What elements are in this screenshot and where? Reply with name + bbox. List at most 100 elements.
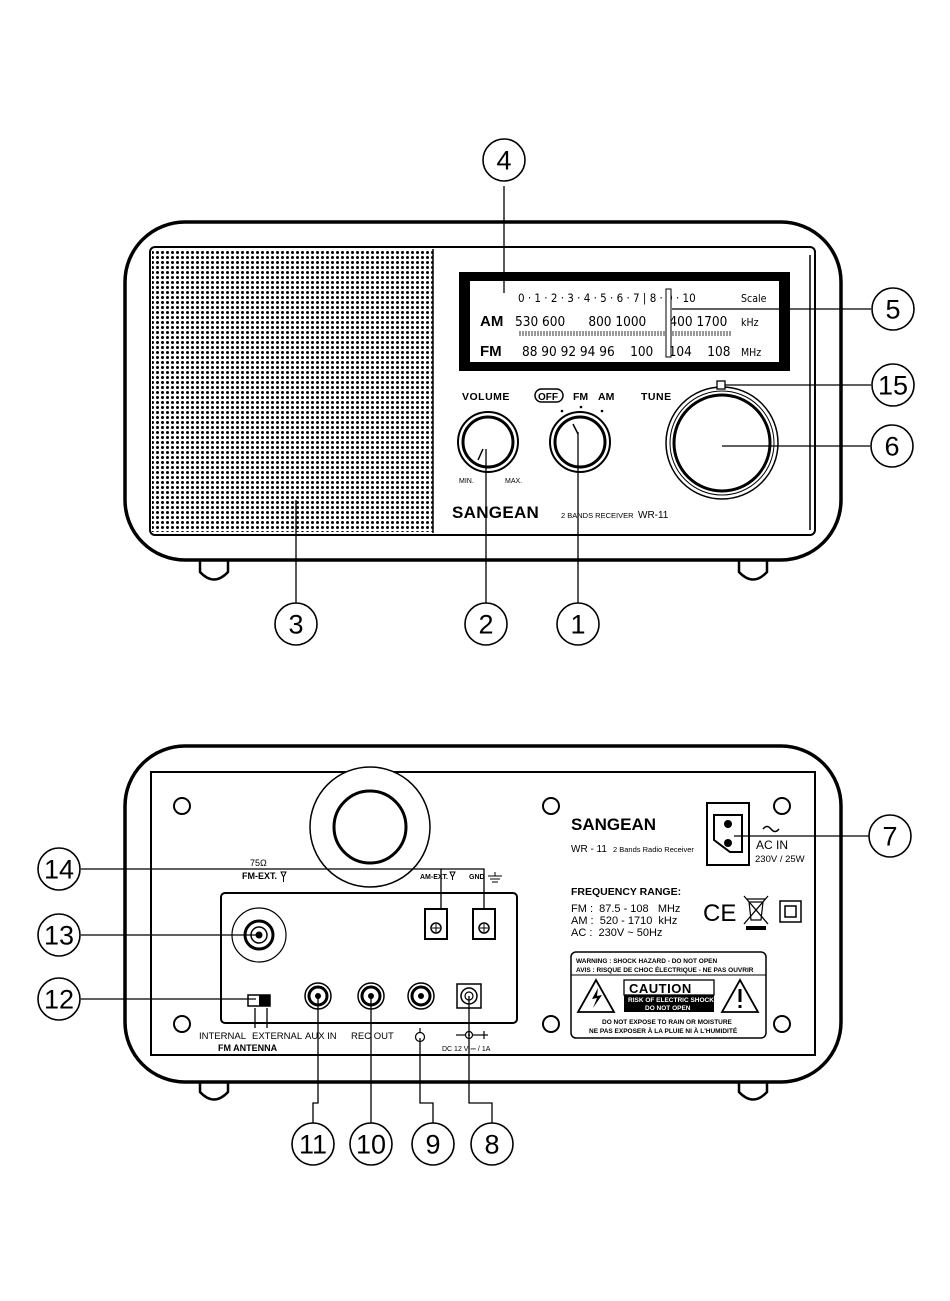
callout-5: 5 (871, 287, 915, 331)
fm-antenna-icon (280, 871, 287, 882)
callout-3: 3 (274, 602, 318, 646)
callout-8: 8 (470, 1122, 514, 1166)
aux-in-label: AUX IN (305, 1031, 337, 1042)
front-brand-logo: SANGEAN (452, 503, 539, 522)
gnd-label: GND (469, 874, 485, 881)
dial-fm-label: FM (480, 343, 502, 360)
tune-label: TUNE (641, 391, 672, 403)
callout-number: 8 (484, 1130, 499, 1160)
callout-number: 1 (570, 610, 585, 640)
dial-am-label: AM (480, 313, 503, 330)
front-right-foot (737, 558, 769, 581)
fm-antenna-switch (247, 994, 271, 1007)
am-antenna-icon (449, 871, 456, 880)
callout-number: 7 (882, 822, 897, 852)
am-label: AM (598, 391, 615, 403)
dc-in-jack (456, 983, 482, 1009)
caution-sub-2: DO NOT OPEN (645, 1005, 691, 1012)
fm-label: FM (573, 391, 588, 403)
ac-in-label: AC IN (756, 838, 788, 852)
front-subtitle: 2 BANDS RECEIVER (561, 511, 634, 520)
back-right-foot (737, 1080, 769, 1101)
ground-icon (488, 872, 502, 883)
fm-antenna-label: FM ANTENNA (218, 1043, 278, 1053)
callout-10: 10 (349, 1122, 393, 1166)
switch-external-label: EXTERNAL (252, 1031, 302, 1042)
fm-ext-label: FM-EXT. (242, 871, 277, 881)
speaker-grille (152, 250, 433, 532)
dial-scale-row: 0 · 1 · 2 · 3 · 4 · 5 · 6 · 7 | 8 · 9 · … (518, 291, 696, 305)
callout-number: 3 (288, 610, 303, 640)
callout-11: 11 (291, 1122, 335, 1166)
back-left-foot (198, 1080, 230, 1101)
dial-ticks (519, 331, 731, 336)
volume-label: VOLUME (462, 391, 510, 403)
callout-7: 7 (868, 814, 912, 858)
tuning-dial-display: 0 · 1 · 2 · 3 · 4 · 5 · 6 · 7 | 8 · 9 · … (459, 272, 790, 371)
weee-bin-icon (743, 895, 769, 930)
rec-out-label: REC OUT (351, 1031, 394, 1042)
callout-number: 13 (44, 921, 74, 951)
volume-max-label: MAX. (505, 478, 522, 485)
callout-number: 11 (299, 1130, 327, 1160)
headphone-jack (407, 982, 435, 1010)
ac-inlet (706, 802, 750, 866)
leader-lines (81, 186, 871, 1123)
warning-label: WARNING : SHOCK HAZARD - DO NOT OPEN AVI… (570, 951, 767, 1039)
gnd-terminal (472, 908, 496, 940)
bass-port (309, 766, 431, 888)
back-view: 75Ω FM-EXT. AM-EXT. GND (123, 744, 843, 1101)
caution-sub-1: RISK OF ELECTRIC SHOCK (628, 997, 714, 1004)
frequency-ac: AC : 230V ~ 50Hz (571, 927, 662, 939)
callout-number: 10 (356, 1130, 386, 1160)
frequency-fm: FM : 87.5 - 108 MHz (571, 903, 680, 915)
ac-tilde-icon (762, 825, 780, 833)
callout-15: 15 (871, 363, 915, 407)
warning-line-2: AVIS : RISQUE DE CHOC ÉLECTRIQUE - NE PA… (576, 965, 754, 974)
back-brand-logo: SANGEAN (571, 815, 656, 834)
callout-number: 14 (44, 855, 74, 885)
dial-am-unit: kHz (741, 317, 759, 329)
frequency-range-title: FREQUENCY RANGE: (571, 886, 681, 898)
callout-12: 12 (37, 977, 81, 1021)
callout-number: 5 (885, 295, 900, 325)
callout-number: 6 (884, 432, 899, 462)
warning-line-4: NE PAS EXPOSER À LA PLUIE NI À L'HUMIDIT… (589, 1026, 738, 1035)
am-ext-terminal (424, 908, 448, 940)
callout-number: 2 (478, 610, 493, 640)
dial-fm-values: 88 90 92 94 96 100 104 108 (522, 344, 731, 360)
callout-2: 2 (464, 602, 508, 646)
back-model-desc: 2 Bands Radio Receiver (613, 845, 694, 854)
volume-knob (457, 411, 519, 473)
warning-line-3: DO NOT EXPOSE TO RAIN OR MOISTURE (602, 1019, 733, 1026)
warning-line-1: WARNING : SHOCK HAZARD - DO NOT OPEN (576, 958, 717, 965)
exclamation-warning-icon (720, 978, 760, 1013)
callout-number: 12 (44, 985, 74, 1015)
off-label: OFF (538, 392, 558, 403)
back-panel-screws (173, 797, 791, 1033)
front-view: 0 · 1 · 2 · 3 · 4 · 5 · 6 · 7 | 8 · 9 · … (123, 220, 843, 581)
double-insulation-icon (779, 900, 802, 923)
band-selector-knob (549, 411, 611, 473)
fm-ext-ohm-label: 75Ω (250, 858, 267, 868)
callout-number: 15 (878, 371, 908, 401)
frequency-am: AM : 520 - 1710 kHz (571, 915, 677, 927)
callout-14: 14 (37, 847, 81, 891)
callout-number: 9 (425, 1130, 440, 1160)
ce-mark: CE (703, 900, 736, 927)
callout-number: 4 (496, 146, 511, 176)
callout-9: 9 (411, 1122, 455, 1166)
callout-6: 6 (870, 424, 914, 468)
caution-title: CAUTION (629, 981, 692, 996)
dial-am-values: 530 600 800 1000 400 1700 (515, 314, 727, 330)
tuning-indicator-led (716, 380, 726, 390)
am-ext-label: AM-EXT. (420, 874, 448, 881)
back-model: WR - 11 (571, 844, 607, 855)
tuning-knob (665, 380, 779, 500)
dial-fm-unit: MHz (741, 347, 761, 359)
callout-13: 13 (37, 913, 81, 957)
front-left-foot (198, 558, 230, 581)
dial-scale-label: Scale (741, 293, 767, 305)
ac-rating-label: 230V / 25W (755, 854, 805, 865)
